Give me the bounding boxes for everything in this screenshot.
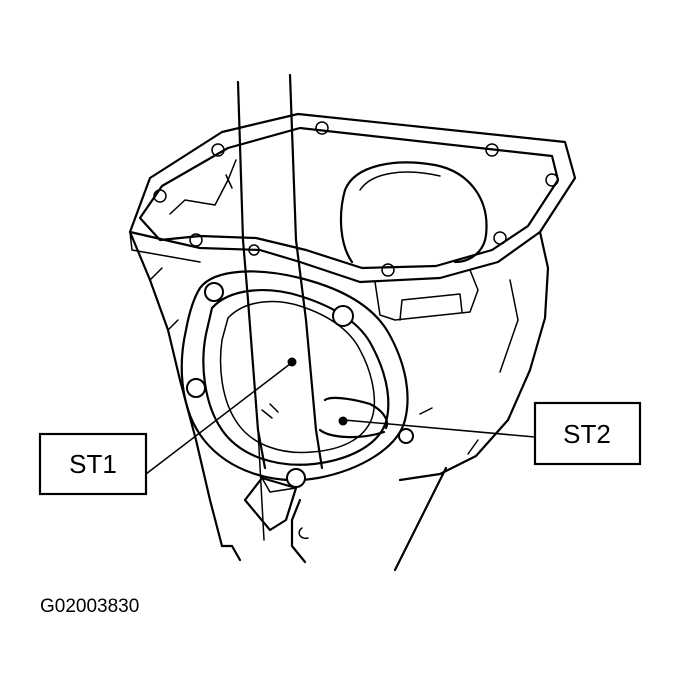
callout-st1-leader — [145, 363, 291, 475]
callout-st2-dot — [338, 416, 348, 426]
figure-id: G02003830 — [40, 596, 139, 617]
special-tool-st2 — [261, 396, 389, 439]
callout-st1-box — [38, 432, 148, 496]
callout-st2-leader — [343, 419, 536, 438]
front-cover-flange — [180, 270, 414, 488]
callout-st1-label: ST1 — [69, 449, 117, 479]
upper-bore — [339, 161, 488, 264]
callout-st1: ST1 — [38, 357, 297, 496]
special-tool-rods — [236, 73, 324, 541]
lower-boss — [220, 476, 309, 564]
case-upper-flange — [128, 112, 577, 284]
callout-st2: ST2 — [338, 401, 642, 466]
callout-st1-dot — [287, 357, 297, 367]
case-body — [128, 230, 550, 572]
callout-st2-box — [533, 401, 642, 466]
callout-st2-label: ST2 — [563, 419, 611, 449]
